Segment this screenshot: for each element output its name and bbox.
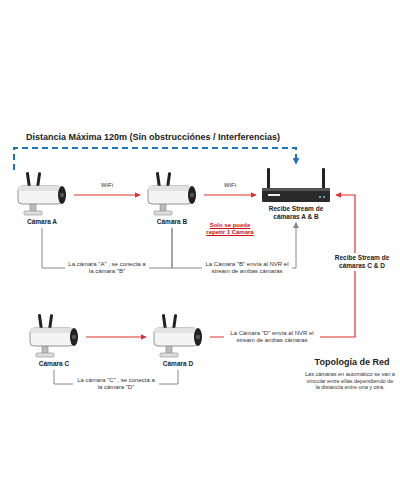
connector-label: La Cámara "D" envía al NVR el stream de … xyxy=(224,329,320,345)
distance-line xyxy=(14,148,296,170)
diagram-title: Distancia Máxima 120m (Sin obstrucciónes… xyxy=(24,132,282,142)
node-label: Cámara D xyxy=(146,360,210,368)
camera-illustration xyxy=(154,314,202,357)
connector-line xyxy=(86,336,146,337)
camera-node: Cámara A xyxy=(10,170,74,228)
description-note: Las cámaras en automático se van a vincu… xyxy=(305,371,395,391)
connector-line xyxy=(204,194,256,195)
camera-illustration xyxy=(148,172,196,215)
nvr-illustration xyxy=(262,168,330,202)
node-label: Cámara B xyxy=(140,218,204,226)
connector-label: La cámara "C" , se conecta a la cámara "… xyxy=(73,376,159,392)
section-heading: Topología de Red xyxy=(307,357,397,368)
connector-line xyxy=(74,194,140,195)
camera-node: Cámara C xyxy=(22,312,86,370)
nvr-node: Recibe Stream de cámaras A & B xyxy=(256,164,336,223)
camera-node: Cámara D xyxy=(146,312,210,370)
connector-label: La cámara "A" , se conecta a la cámara "… xyxy=(65,260,149,276)
warning-note: Solo se puede repetir 1 Cámara xyxy=(203,222,257,236)
node-label: Cámara C xyxy=(22,360,86,368)
connector-label: La Cámara "B" envía al NVR el stream de … xyxy=(202,260,292,276)
camera-node: Cámara B xyxy=(140,170,204,228)
node-label: Recibe Stream de cámaras A & B xyxy=(256,205,336,221)
camera-illustration xyxy=(30,314,78,357)
connector-label: WiFi xyxy=(215,182,245,189)
camera-illustration xyxy=(18,172,66,215)
node-label: Cámara A xyxy=(10,218,74,226)
stream-note: Recibe Stream de cámaras C & D xyxy=(329,253,395,271)
connector-label: WiFi xyxy=(92,182,122,189)
